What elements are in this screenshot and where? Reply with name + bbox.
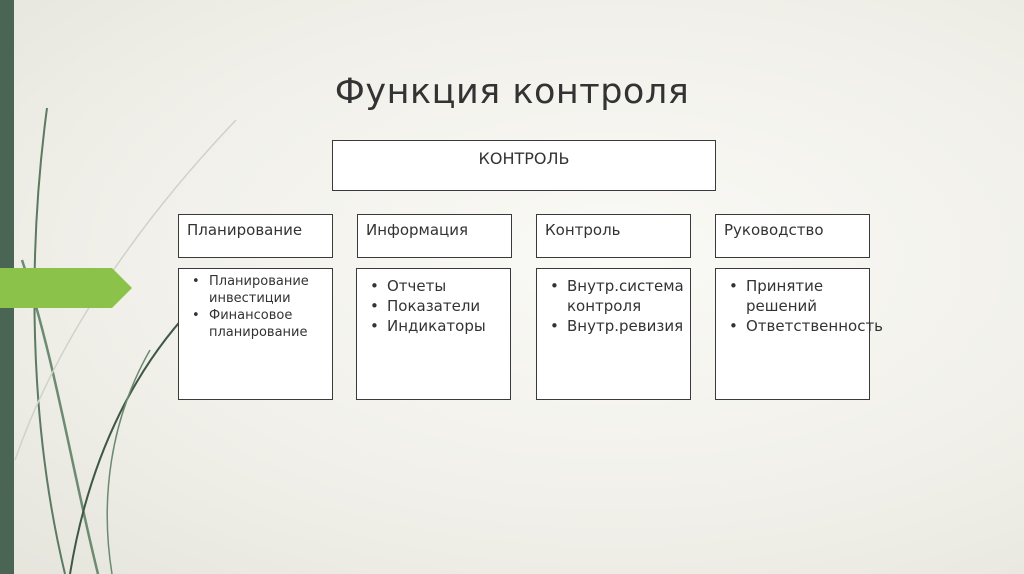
category-label: Контроль bbox=[545, 221, 621, 239]
details-information: Отчеты Показатели Индикаторы bbox=[356, 268, 511, 400]
details-management: Принятие решений Ответственность bbox=[715, 268, 883, 400]
category-management: Руководство bbox=[715, 214, 870, 258]
category-control: Контроль bbox=[536, 214, 691, 258]
list-item: Планирование инвестиции bbox=[192, 273, 326, 307]
slide-title: Функция контроля bbox=[334, 72, 690, 112]
category-label: Информация bbox=[366, 221, 469, 239]
details-control: Внутр.системa контроля Внутр.ревизия bbox=[536, 268, 691, 400]
list-item: Индикаторы bbox=[370, 316, 504, 336]
list-item: Внутр.ревизия bbox=[550, 316, 684, 336]
category-information: Информация bbox=[357, 214, 512, 258]
list-item: Финансовое планирование bbox=[192, 307, 326, 341]
details-planning: Планирование инвестиции Финансовое плани… bbox=[178, 268, 333, 400]
list-item: Отчеты bbox=[370, 276, 504, 296]
category-label: Руководство bbox=[724, 221, 824, 239]
list-item: Ответственность bbox=[729, 316, 883, 336]
root-box-control: КОНТРОЛЬ bbox=[332, 140, 716, 191]
category-label: Планирование bbox=[187, 221, 303, 239]
list-item: Внутр.системa контроля bbox=[550, 276, 684, 316]
list-item: Принятие решений bbox=[729, 276, 863, 316]
root-box-label: КОНТРОЛЬ bbox=[478, 149, 570, 168]
list-item: Показатели bbox=[370, 296, 504, 316]
category-planning: Планирование bbox=[178, 214, 333, 258]
accent-arrow-tab bbox=[0, 268, 132, 308]
